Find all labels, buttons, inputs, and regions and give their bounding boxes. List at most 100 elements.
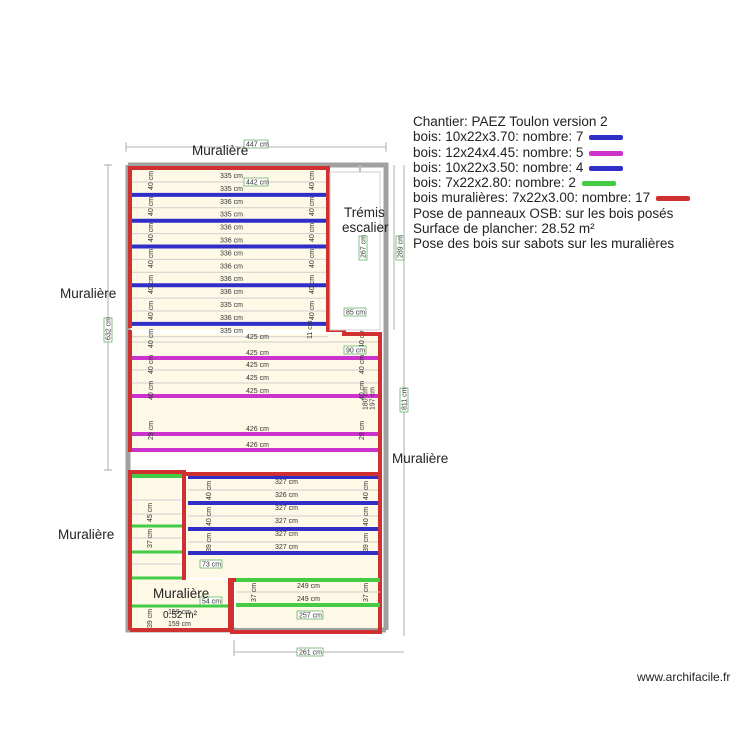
dim-90: 90 cm [346, 348, 365, 355]
legend-item-2-label: bois: 12x24x4.45: nombre: 5 [413, 144, 584, 160]
dim-632: 632 cm [106, 317, 113, 340]
dim-180: 180 cm [363, 387, 370, 410]
gap-top-right-3: 40 cm [309, 223, 316, 242]
gap-mid-right-2: 40 cm [359, 355, 366, 374]
dim-267: 267 cm [361, 235, 368, 258]
joist-top-label-2: 335 cm [220, 186, 243, 193]
dimension-labels: 447 cm 442 cm 85 cm 90 cm 73 cm 54 cm 25… [103, 139, 409, 657]
dim-159b: 159 cm [168, 621, 191, 628]
legend-item-2: bois: 12x24x4.45: nombre: 5 [413, 145, 690, 160]
gap-low-left-39: 39 cm [206, 533, 213, 552]
joist-top-label-3: 336 cm [220, 199, 243, 206]
bottom-joists: 249 cm 249 cm 37 cm 37 cm [236, 578, 380, 607]
legend-note-2: Surface de plancher: 28.52 m² [413, 221, 595, 237]
gap-low-left-1: 40 cm [206, 481, 213, 500]
gap-mid-left-29: 29 cm [148, 421, 155, 440]
gap-top-left-1: 40 cm [148, 171, 155, 190]
joist-mid-label-5: 425 cm [246, 388, 269, 395]
gap-top-left-3: 40 cm [148, 223, 155, 242]
gap-low-right-2: 40 cm [363, 507, 370, 526]
gap-37-left: 37 cm [147, 529, 154, 548]
legend-note-3: Pose des bois sur sabots sur les muraliè… [413, 236, 675, 252]
joist-top-label-5: 336 cm [220, 225, 243, 232]
gap-top-left-2: 40 cm [148, 197, 155, 216]
bottom-span-2: 249 cm [297, 596, 320, 603]
dim-257: 257 cm [299, 613, 322, 620]
gap-top-right-6: 40 cm [309, 301, 316, 320]
legend-item-5-label: bois muralières: 7x22x3.00: nombre: 17 [413, 190, 651, 206]
legend-item-1-label: bois: 10x22x3.70: nombre: 7 [413, 129, 584, 145]
dim-197: 197 cm [370, 387, 377, 410]
legend-item-3: bois: 10x22x3.50: nombre: 4 [413, 160, 690, 175]
label-muraliere-left: Muralière [60, 286, 117, 301]
legend-title: Chantier: PAEZ Toulon version 2 [413, 114, 608, 129]
gap-top-left-4: 40 cm [148, 249, 155, 268]
gap-45: 45 cm [147, 503, 154, 522]
joist-top-label-1: 335 cm [220, 173, 243, 180]
dim-447: 447 cm [246, 142, 269, 149]
joist-top-label-10: 336 cm [220, 289, 243, 296]
label-muraliere-bottom-left: Muralière [58, 527, 115, 542]
legend-item-3-label: bois: 10x22x3.50: nombre: 4 [413, 159, 584, 175]
gap-low-left-2: 40 cm [206, 507, 213, 526]
label-muraliere-right: Muralière [392, 451, 449, 466]
legend-item-1: bois: 10x22x3.70: nombre: 7 [413, 129, 690, 144]
gap-37-bottom: 37 cm [251, 583, 258, 602]
dim-442: 442 cm [246, 180, 269, 187]
joist-low-label-1: 327 cm [275, 479, 298, 486]
dim-54: 54 cm [202, 599, 221, 606]
dim-73: 73 cm [202, 562, 221, 569]
label-muraliere-top: Muralière [192, 143, 249, 158]
gap-mid-left-1: 40 cm [148, 329, 155, 348]
gap-mid-right-29: 29 cm [359, 421, 366, 440]
joist-top-label-11: 335 cm [220, 302, 243, 309]
legend-item-5: bois muralières: 7x22x3.00: nombre: 17 [413, 190, 691, 206]
gap-mid-right-1: 40 cm [359, 329, 366, 348]
dim-159a: 159 cm [168, 609, 191, 616]
gap-low-right-39: 39 cm [363, 533, 370, 552]
joist-top-label-8: 336 cm [220, 263, 243, 270]
label-escalier: escalier [342, 220, 389, 235]
gap-top-right-5: 40 cm [309, 275, 316, 294]
swatch-red [656, 196, 691, 202]
gap-low-right-1: 40 cm [363, 481, 370, 500]
gap-mid-right-3: 40 cm [359, 381, 366, 400]
joist-mid-label-6: 426 cm [246, 426, 269, 433]
joist-low-label-5: 327 cm [275, 531, 298, 538]
top-joists: 335 cm 335 cm 336 cm 335 cm 336 cm 336 cm 336 … [132, 171, 328, 338]
gap-top-left-5: 40 cm [148, 275, 155, 294]
bottom-span-1: 249 cm [297, 583, 320, 590]
gap-mid-left-3: 40 cm [148, 381, 155, 400]
joist-top-label-13: 335 cm [220, 328, 243, 335]
legend: Chantier: PAEZ Toulon version 2 bois: 10… [413, 114, 691, 252]
label-tremis: Trémis [344, 205, 385, 220]
swatch-magenta [589, 150, 624, 156]
left-small-joists: 45 cm 37 cm 39 cm [132, 474, 228, 628]
dim-811: 811 cm [402, 387, 409, 410]
swatch-green [581, 181, 616, 187]
joist-mid-label-4: 425 cm [246, 375, 269, 382]
gap-mid-left-2: 40 cm [148, 355, 155, 374]
legend-note-1: Pose de panneaux OSB: sur les bois posés [413, 205, 674, 221]
dim-261: 261 cm [299, 650, 322, 657]
joist-top-label-9: 336 cm [220, 276, 243, 283]
gap-37-bottom-right: 37 cm [363, 583, 370, 602]
gap-top-right-4: 40 cm [309, 249, 316, 268]
label-area: 0.52 m² [163, 610, 197, 621]
gap-39-bottom-left: 39 cm [147, 609, 154, 628]
joist-low-label-6: 327 cm [275, 544, 298, 551]
gap-top-left-6: 40 cm [148, 301, 155, 320]
joist-top-label-4: 335 cm [220, 212, 243, 219]
joist-low-label-2: 326 cm [275, 492, 298, 499]
footer-watermark: www.archifacile.fr [637, 670, 731, 684]
joist-low-label-3: 327 cm [275, 505, 298, 512]
swatch-blue-1 [589, 135, 624, 141]
dim-11: 11 cm [307, 320, 314, 339]
joist-top-label-7: 336 cm [220, 250, 243, 257]
joist-mid-label-1: 425 cm [246, 334, 269, 341]
low-joists: 327 cm 326 cm 327 cm 327 cm 327 cm 327 cm 40 c… [188, 475, 380, 555]
joist-low-label-4: 327 cm [275, 518, 298, 525]
gap-top-right-2: 40 cm [309, 197, 316, 216]
